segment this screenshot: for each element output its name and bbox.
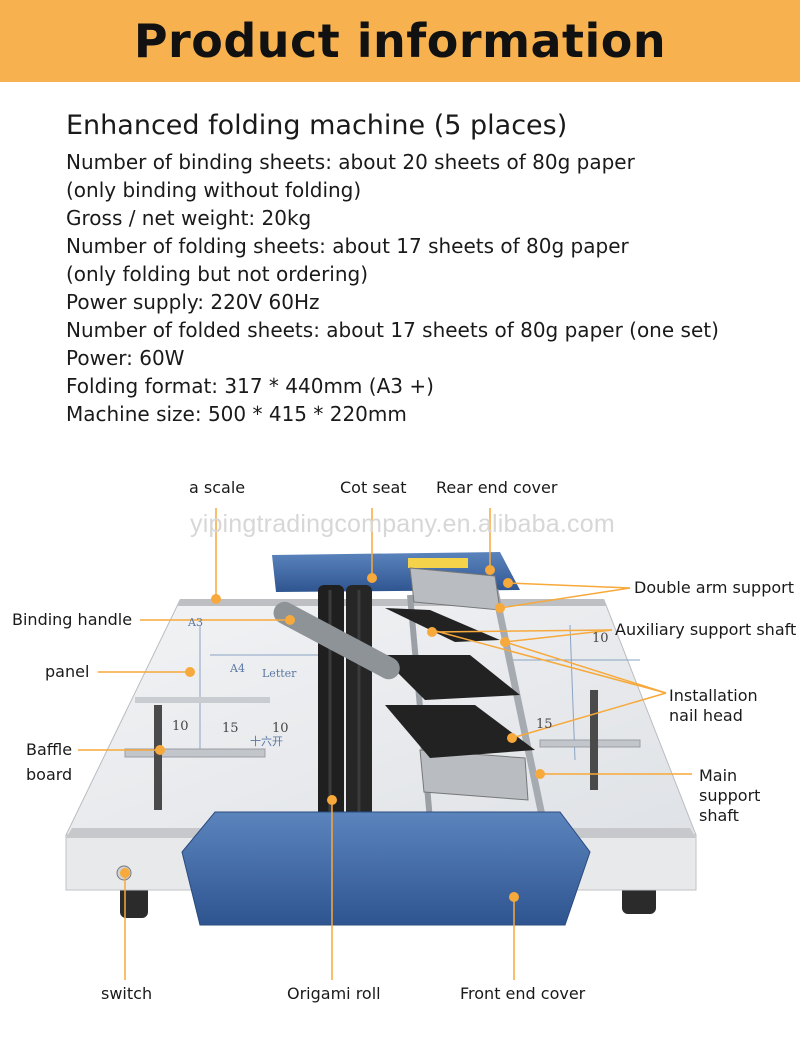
spec-line: Machine size: 500 * 415 * 220mm [66,402,407,426]
header-banner: Product information [0,0,800,82]
marking-15-left: 15 [222,721,239,736]
spec-line: (only folding but not ordering) [66,262,369,286]
baffle-right [590,690,598,790]
spec-line: Gross / net weight: 20kg [66,206,312,230]
label-double-arm-support: Double arm support [634,578,794,597]
label-baffle: Baffle [26,740,73,759]
arm-3 [385,705,535,758]
spec-line: Number of folding sheets: about 17 sheet… [66,234,629,258]
arm-2 [380,655,520,700]
label-board: board [26,765,73,784]
label-origami-roll: Origami roll [287,984,381,1003]
spec-line: Number of folded sheets: about 17 sheets… [66,318,719,342]
marking-15-right: 15 [536,717,553,732]
label-a-scale: a scale [189,478,246,497]
label-switch: switch [101,984,153,1003]
baffle-left [154,705,162,810]
marking-10-left: 10 [172,719,189,734]
marking-a4: A4 [229,662,245,675]
label-main: Main [699,766,738,785]
spec-list: Enhanced folding machine (5 places) Numb… [66,108,786,428]
label-front-end-cover: Front end cover [460,984,586,1003]
label-binding-handle: Binding handle [12,610,133,629]
page-title: Product information [133,14,667,68]
label-cot-seat: Cot seat [340,478,407,497]
spec-line: Power supply: 220V 60Hz [66,290,320,314]
marking-sixteen: 十六开 [250,734,283,748]
binding-handle [273,601,400,680]
marking-a3: A3 [187,616,203,629]
marking-10-mid: 10 [272,721,289,736]
top-scale [178,599,606,606]
machine-diagram: A3 A4 Letter 十六开 10 15 10 15 10 yipingtr… [0,460,800,1046]
label-panel: panel [45,662,90,681]
spec-line: (only binding without folding) [66,178,362,202]
spec-line: Power: 60W [66,346,185,370]
marking-10-right: 10 [592,631,609,646]
label-support: support [699,786,761,805]
label-auxiliary-support-shaft: Auxiliary support shaft [615,620,797,639]
label-nail-head: nail head [669,706,743,725]
front-cover [181,811,591,926]
main-support-shaft [491,589,549,831]
label-shaft: shaft [699,806,739,825]
label-installation: Installation [669,686,758,705]
machine-illustration: A3 A4 Letter 十六开 10 15 10 15 10 [65,508,697,980]
spec-heading: Enhanced folding machine (5 places) [66,110,568,141]
spec-line: Folding format: 317 * 440mm (A3 +) [66,374,434,398]
label-rear-end-cover: Rear end cover [436,478,558,497]
warning-label [408,558,468,568]
marking-letter: Letter [262,667,297,680]
spec-line: Number of binding sheets: about 20 sheet… [66,150,635,174]
watermark: yipingtradingcompany.en.alibaba.com [190,510,615,538]
arm-1 [385,608,500,642]
